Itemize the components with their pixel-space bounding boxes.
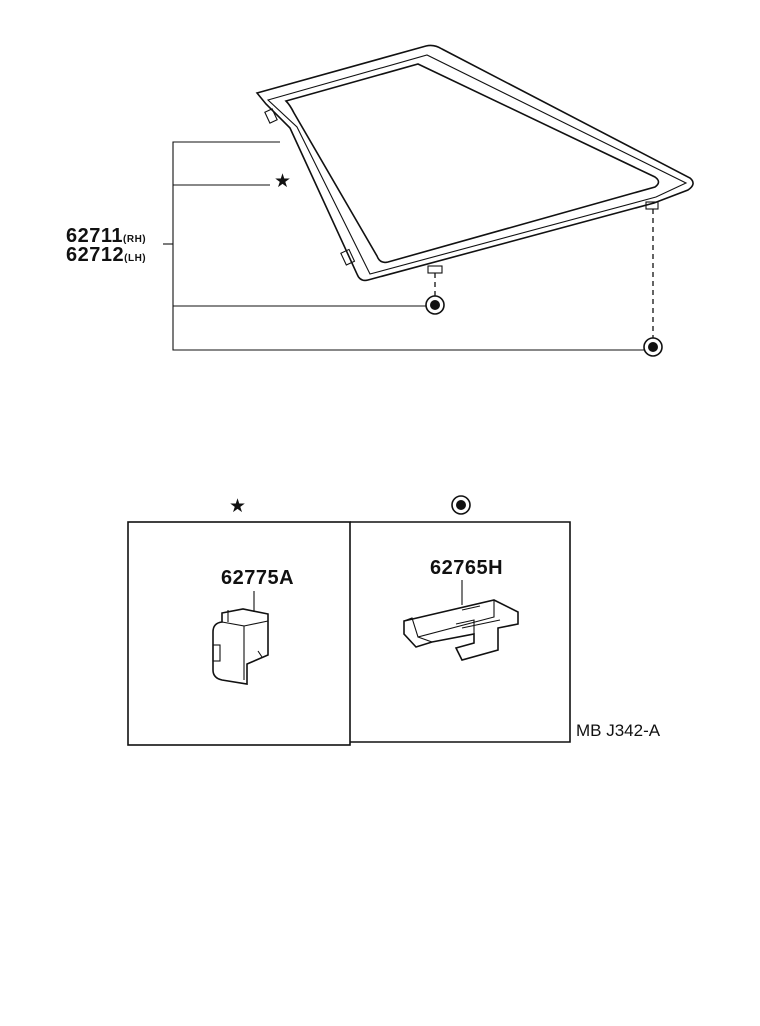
glass-clip-tab-upper bbox=[264, 108, 278, 124]
clip-62765h-drawing bbox=[403, 580, 519, 661]
circled-dot-symbol-right bbox=[643, 337, 663, 357]
clip-62775a-drawing bbox=[212, 591, 269, 685]
diagram-reference-code: MB J342-A bbox=[576, 721, 661, 740]
quarter-window-glass-inner-edge bbox=[266, 54, 688, 275]
clip-detail-box-star bbox=[127, 521, 351, 746]
star-symbol-box: ★ bbox=[229, 496, 247, 517]
side-label-rh: (RH) bbox=[123, 234, 147, 245]
quarter-window-pane bbox=[284, 63, 660, 264]
glass-clip-tab-left bbox=[340, 248, 356, 266]
clip-detail-box-circle bbox=[350, 521, 571, 743]
circled-dot-symbol-box bbox=[451, 495, 471, 515]
part-number-rh: 62711(RH) bbox=[66, 226, 146, 246]
clip-part-number-star: 62775A bbox=[221, 567, 295, 589]
clip-part-number-circle: 62765H bbox=[430, 557, 504, 579]
callout-bracket bbox=[172, 141, 645, 351]
glass-clip-tab-bottom bbox=[427, 265, 443, 274]
side-label-lh: (LH) bbox=[124, 253, 147, 264]
circled-dot-symbol-bottom bbox=[425, 295, 445, 315]
star-symbol-glass: ★ bbox=[274, 171, 292, 192]
glass-clip-tab-right bbox=[645, 201, 659, 210]
quarter-window-glass-outline bbox=[255, 44, 694, 282]
part-number-62711: 62711 bbox=[66, 225, 124, 247]
part-number-lh: 62712(LH) bbox=[66, 245, 146, 265]
part-number-62712: 62712 bbox=[66, 244, 125, 266]
